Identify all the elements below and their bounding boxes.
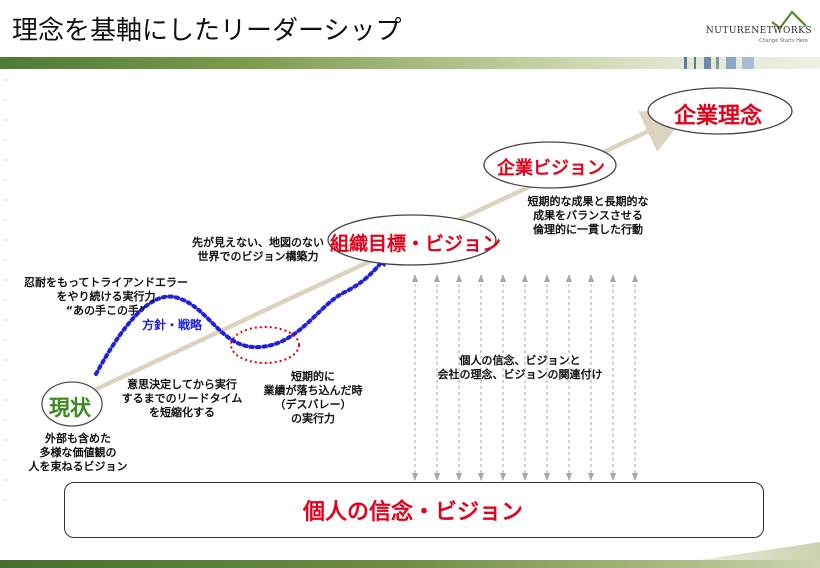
header-bar — [0, 57, 820, 69]
logo-text: NUTURENETWORKS — [705, 26, 812, 36]
death-valley-marker — [230, 326, 300, 364]
link-arrowheads — [412, 274, 638, 481]
left-ruler — [2, 79, 8, 501]
strategy-path — [94, 256, 387, 376]
strategy-label: 方針・戦略 — [142, 318, 203, 332]
foundation-label: 個人の信念・ビジョン — [302, 500, 523, 525]
footer-bar — [0, 560, 820, 568]
outside-vision-label: 外部も含めた 多様な価値観の 人を束ねるビジョン — [28, 432, 128, 473]
org-goal-node — [327, 214, 497, 266]
perseverance-label: 忍耐をもってトライアンドエラー をやり続ける実行力 “あの手この手” — [23, 276, 188, 317]
corp-philosophy-label: 企業理念 — [674, 104, 763, 129]
header-bar-ticks — [684, 57, 754, 69]
corp-vision-label: 企業ビジョン — [497, 158, 605, 179]
link-label: 個人の信念、ビジョンと 会社の理念、ビジョンの関連付け — [437, 354, 603, 381]
logo-tagline: Change Starts Here — [759, 38, 808, 44]
death-valley-label: 短期的に 業績が落ち込んだ時 （デスバレー） の実行力 — [263, 370, 363, 425]
decision-label: 意思決定してから実行 するまでのリードタイム を短縮化する — [121, 378, 243, 419]
current-state-node — [41, 381, 103, 427]
org-goal-label: 組織目標・ビジョン — [330, 233, 502, 255]
balance-label: 短期的な成果と長期的な 成果をバランスさせる 倫理的に一貫した行動 — [527, 195, 649, 236]
slide-title: 理念を基軸にしたリーダーシップ — [12, 16, 402, 46]
foundation-box — [64, 482, 764, 538]
foresight-label: 先が見えない、地図のない 世界でのビジョン構築力 — [192, 236, 324, 263]
corp-vision-node — [483, 141, 617, 189]
current-state-label: 現状 — [49, 396, 91, 420]
nuture-networks-logo — [771, 10, 807, 30]
corp-philosophy-node — [647, 87, 793, 135]
